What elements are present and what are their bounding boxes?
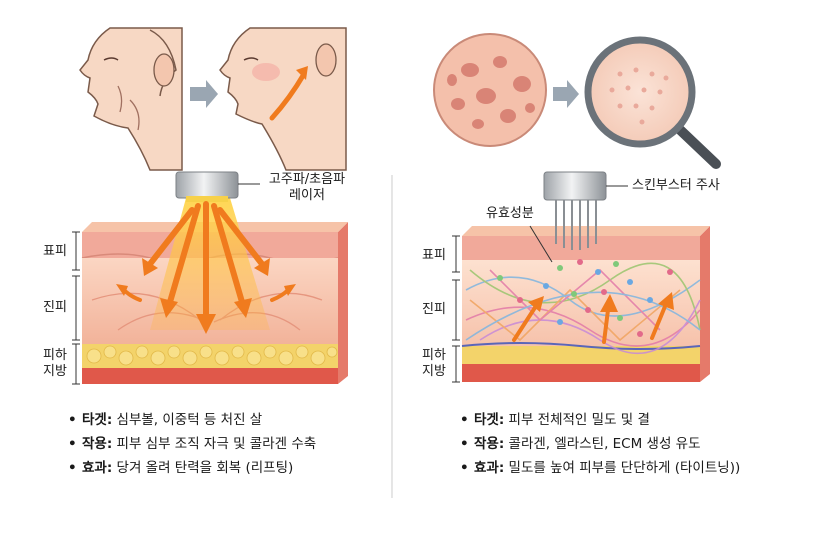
device-label-left-line2: 레이저 [289, 188, 325, 203]
bullet-item: 효과: 밀도를 높여 피부를 단단하게 (타이트닝)) [460, 456, 740, 480]
arrow-right-icon [190, 80, 218, 108]
fat-label-left: 피하 지방 [38, 348, 72, 380]
face-before-icon [79, 27, 183, 171]
bullet-text: 피부 전체적인 밀도 및 결 [504, 412, 650, 428]
bullet-key: 작용: [474, 436, 505, 452]
bullet-list-left: 타겟: 심부볼, 이중턱 등 처진 살 작용: 피부 심부 조직 자극 및 콜라… [68, 408, 316, 480]
bullet-key: 효과: [82, 460, 113, 476]
bullet-text: 콜라겐, 엘라스틴, ECM 생성 유도 [504, 436, 701, 452]
bullet-item: 효과: 당겨 올려 탄력을 회복 (리프팅) [68, 456, 316, 480]
dermis-label-right: 진피 [422, 302, 446, 317]
bullet-text: 심부볼, 이중턱 등 처진 살 [112, 412, 263, 428]
ingredient-pointer [529, 225, 553, 263]
pores-before-icon [433, 33, 547, 147]
fat-label-right: 피하 지방 [416, 348, 452, 380]
fat-label-left-line2: 지방 [43, 364, 67, 379]
skinbooster-needle-device [543, 171, 628, 250]
face-after-icon [219, 27, 347, 171]
collagen-fibers [465, 262, 701, 355]
ingredient-label: 유효성분 [486, 206, 534, 221]
layer-brackets-left [72, 231, 80, 385]
magnifier-icon [584, 36, 721, 169]
bullet-key: 타겟: [474, 412, 505, 428]
bullet-item: 타겟: 심부볼, 이중턱 등 처진 살 [68, 408, 316, 432]
device-label-right: 스킨부스터 주사 [632, 178, 720, 193]
layer-brackets-right [452, 235, 460, 383]
device-label-left: 고주파/초음파 레이저 [262, 172, 352, 204]
bullet-key: 작용: [82, 436, 113, 452]
bullet-item: 타겟: 피부 전체적인 밀도 및 결 [460, 408, 740, 432]
dermis-label-left: 진피 [43, 300, 67, 315]
arrow-right-icon [553, 80, 579, 108]
fat-label-left-line1: 피하 [43, 348, 67, 363]
bullet-text: 피부 심부 조직 자극 및 콜라겐 수축 [112, 436, 317, 452]
energy-arrows [116, 201, 296, 334]
device-label-left-line1: 고주파/초음파 [268, 172, 346, 187]
fat-label-right-line2: 지방 [422, 364, 446, 379]
epidermis-label-left: 표피 [43, 244, 67, 259]
bullet-item: 작용: 콜라겐, 엘라스틴, ECM 생성 유도 [460, 432, 740, 456]
bullet-text: 밀도를 높여 피부를 단단하게 (타이트닝)) [504, 460, 741, 476]
bullet-item: 작용: 피부 심부 조직 자극 및 콜라겐 수축 [68, 432, 316, 456]
bullet-text: 당겨 올려 탄력을 회복 (리프팅) [112, 460, 294, 476]
bullet-key: 타겟: [82, 412, 113, 428]
active-ingredient-particles [497, 259, 673, 337]
fat-label-right-line1: 피하 [422, 348, 446, 363]
epidermis-label-right: 표피 [422, 248, 446, 263]
bullet-list-right: 타겟: 피부 전체적인 밀도 및 결 작용: 콜라겐, 엘라스틴, ECM 생성… [460, 408, 740, 480]
bullet-key: 효과: [474, 460, 505, 476]
up-arrows [512, 292, 674, 344]
